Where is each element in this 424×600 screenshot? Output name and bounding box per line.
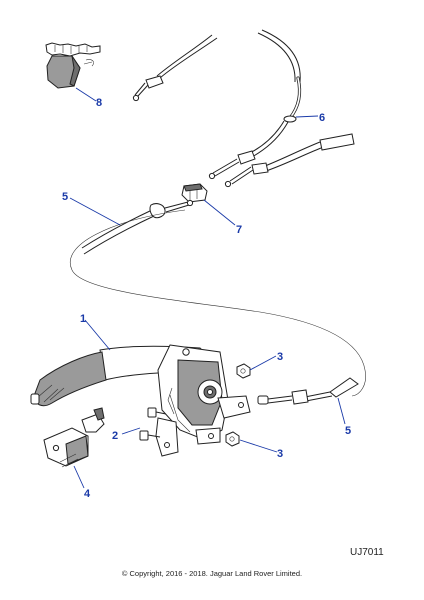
part-1-handbrake-lever bbox=[30, 344, 251, 457]
callout-5-upper: 5 bbox=[62, 191, 68, 203]
callout-1: 1 bbox=[80, 313, 86, 325]
part-2-bolts bbox=[139, 407, 167, 441]
rear-cables-upper bbox=[132, 29, 302, 180]
cable-routing-loop bbox=[70, 209, 366, 397]
part-7-connector bbox=[181, 183, 208, 203]
callout-7: 7 bbox=[236, 224, 242, 236]
part-5-cable-upper bbox=[81, 199, 194, 255]
leader-lines bbox=[69, 87, 346, 489]
callout-8: 8 bbox=[96, 97, 102, 109]
callout-labels: 8 6 5 7 1 3 2 5 3 4 bbox=[62, 97, 351, 500]
part-6-cable bbox=[224, 133, 355, 188]
copyright-notice: © Copyright, 2016 - 2018. Jaguar Land Ro… bbox=[121, 569, 303, 578]
callout-6: 6 bbox=[319, 112, 325, 124]
callout-5-lower: 5 bbox=[345, 425, 351, 437]
part-8-cable-clip bbox=[45, 42, 101, 89]
part-3-nuts bbox=[225, 363, 251, 447]
part-5-cable-lower bbox=[257, 377, 359, 405]
part-4-switch bbox=[43, 407, 105, 468]
callout-4: 4 bbox=[84, 488, 91, 500]
callout-2: 2 bbox=[112, 430, 118, 442]
callout-3-upper: 3 bbox=[277, 351, 283, 363]
diagram-reference-code: UJ7011 bbox=[350, 547, 384, 558]
callout-3-lower: 3 bbox=[277, 448, 283, 460]
